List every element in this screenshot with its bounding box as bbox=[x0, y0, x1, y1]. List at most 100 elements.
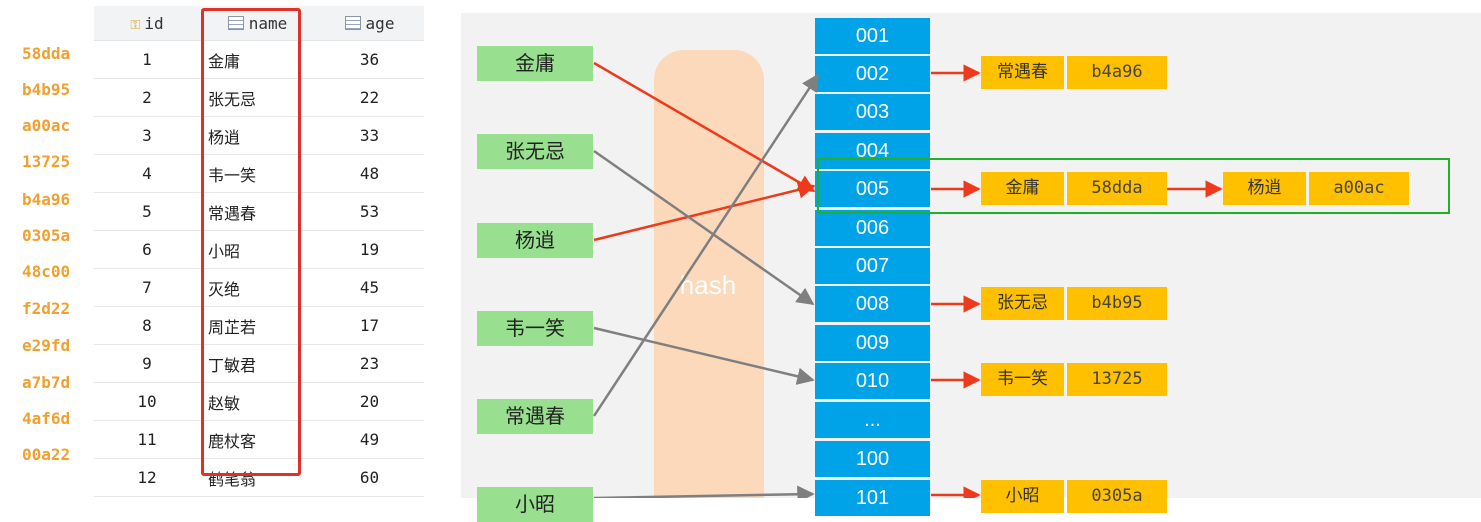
key-box: 常遇春 bbox=[477, 399, 593, 434]
hash-arrow-changyuchun bbox=[592, 73, 820, 417]
cell-id[interactable]: 4 bbox=[94, 154, 200, 193]
cell-name[interactable]: 常遇春 bbox=[200, 192, 315, 231]
column-icon bbox=[344, 15, 361, 30]
cell-name[interactable]: 杨逍 bbox=[200, 116, 315, 155]
row-hash: e29fd bbox=[22, 336, 71, 355]
cell-name[interactable]: 灭绝 bbox=[200, 268, 315, 307]
bucket-slot: 005 bbox=[815, 171, 930, 207]
cell-age[interactable]: 60 bbox=[315, 458, 424, 497]
hash-arrow-zhangwuji bbox=[593, 149, 815, 306]
cell-name[interactable]: 鹿杖客 bbox=[200, 420, 315, 459]
column-header-id[interactable]: ⚿id bbox=[94, 6, 200, 41]
arrow-layer bbox=[592, 61, 1223, 498]
cell-name[interactable]: 小昭 bbox=[200, 230, 315, 269]
chain-node-name: 张无忌 bbox=[981, 287, 1064, 320]
cell-name[interactable]: 赵敏 bbox=[200, 382, 315, 421]
cell-id[interactable]: 8 bbox=[94, 306, 200, 345]
cell-age[interactable]: 49 bbox=[315, 420, 424, 459]
bucket-slot: ... bbox=[815, 402, 930, 438]
cell-age[interactable]: 53 bbox=[315, 192, 424, 231]
row-hash: b4b95 bbox=[22, 80, 71, 99]
chain-node-name: 金庸 bbox=[981, 172, 1064, 205]
cell-age[interactable]: 19 bbox=[315, 230, 424, 269]
column-header-age[interactable]: age bbox=[315, 6, 424, 41]
row-hash: 4af6d bbox=[22, 409, 71, 428]
bucket-slot: 100 bbox=[815, 441, 930, 477]
bucket-slot: 003 bbox=[815, 94, 930, 130]
cell-id[interactable]: 3 bbox=[94, 116, 200, 155]
cell-age[interactable]: 22 bbox=[315, 78, 424, 117]
hash-arrow-weiyixiao bbox=[593, 326, 815, 385]
chain-node-name: 韦一笑 bbox=[981, 363, 1064, 396]
row-hash: b4a96 bbox=[22, 190, 71, 209]
cell-name[interactable]: 周芷若 bbox=[200, 306, 315, 345]
cell-age[interactable]: 33 bbox=[315, 116, 424, 155]
cell-age[interactable]: 36 bbox=[315, 40, 424, 79]
chain-node-hash: b4b95 bbox=[1067, 287, 1167, 320]
hash-arrow-xiaozhao bbox=[593, 485, 815, 498]
hash-arrow-yangxiao bbox=[593, 181, 816, 242]
key-box: 韦一笑 bbox=[477, 311, 593, 346]
bucket-slot: 009 bbox=[815, 325, 930, 361]
chain-node-hash: b4a96 bbox=[1067, 56, 1167, 89]
key-box: 杨逍 bbox=[477, 223, 593, 258]
chain-node-hash: 13725 bbox=[1067, 363, 1167, 396]
cell-id[interactable]: 6 bbox=[94, 230, 200, 269]
cell-id[interactable]: 11 bbox=[94, 420, 200, 459]
bucket-slot: 006 bbox=[815, 210, 930, 246]
cell-name[interactable]: 韦一笑 bbox=[200, 154, 315, 193]
cell-name[interactable]: 金庸 bbox=[200, 40, 315, 79]
chain-node-name: 常遇春 bbox=[981, 56, 1064, 89]
row-hash: 0305a bbox=[22, 226, 71, 245]
cell-id[interactable]: 5 bbox=[94, 192, 200, 231]
cell-id[interactable]: 12 bbox=[94, 458, 200, 497]
cell-id[interactable]: 2 bbox=[94, 78, 200, 117]
column-icon bbox=[227, 15, 244, 30]
chain-node-name: 杨逍 bbox=[1223, 172, 1306, 205]
cell-id[interactable]: 1 bbox=[94, 40, 200, 79]
column-header-label: name bbox=[248, 13, 288, 33]
cell-name[interactable]: 丁敏君 bbox=[200, 344, 315, 383]
hash-function-band bbox=[654, 50, 764, 498]
key-box: 金庸 bbox=[477, 46, 593, 81]
cell-id[interactable]: 7 bbox=[94, 268, 200, 307]
bucket-slot: 002 bbox=[815, 56, 930, 92]
key-box: 张无忌 bbox=[477, 134, 593, 169]
row-hash: 00a22 bbox=[22, 445, 71, 464]
primary-key-icon: ⚿ bbox=[130, 17, 141, 33]
row-hash: a7b7d bbox=[22, 373, 71, 392]
collision-highlight-box bbox=[817, 158, 1450, 214]
table-header-row: ⚿id name age bbox=[94, 6, 424, 41]
row-hash: f2d22 bbox=[22, 299, 71, 318]
cell-id[interactable]: 9 bbox=[94, 344, 200, 383]
row-hash: 48c00 bbox=[22, 262, 71, 281]
cell-name[interactable]: 张无忌 bbox=[200, 78, 315, 117]
column-header-name[interactable]: name bbox=[200, 6, 315, 41]
hash-label: hash bbox=[679, 270, 737, 300]
cell-id[interactable]: 10 bbox=[94, 382, 200, 421]
cell-age[interactable]: 17 bbox=[315, 306, 424, 345]
row-hash: 13725 bbox=[22, 152, 71, 171]
cell-age[interactable]: 20 bbox=[315, 382, 424, 421]
column-header-label: id bbox=[144, 13, 164, 33]
cell-age[interactable]: 48 bbox=[315, 154, 424, 193]
hash-arrow-jinyong bbox=[593, 61, 816, 193]
diagram-panel bbox=[461, 13, 1481, 498]
chain-node-hash: 58dda bbox=[1067, 172, 1167, 205]
cell-age[interactable]: 45 bbox=[315, 268, 424, 307]
cell-age[interactable]: 23 bbox=[315, 344, 424, 383]
row-hash: a00ac bbox=[22, 116, 71, 135]
